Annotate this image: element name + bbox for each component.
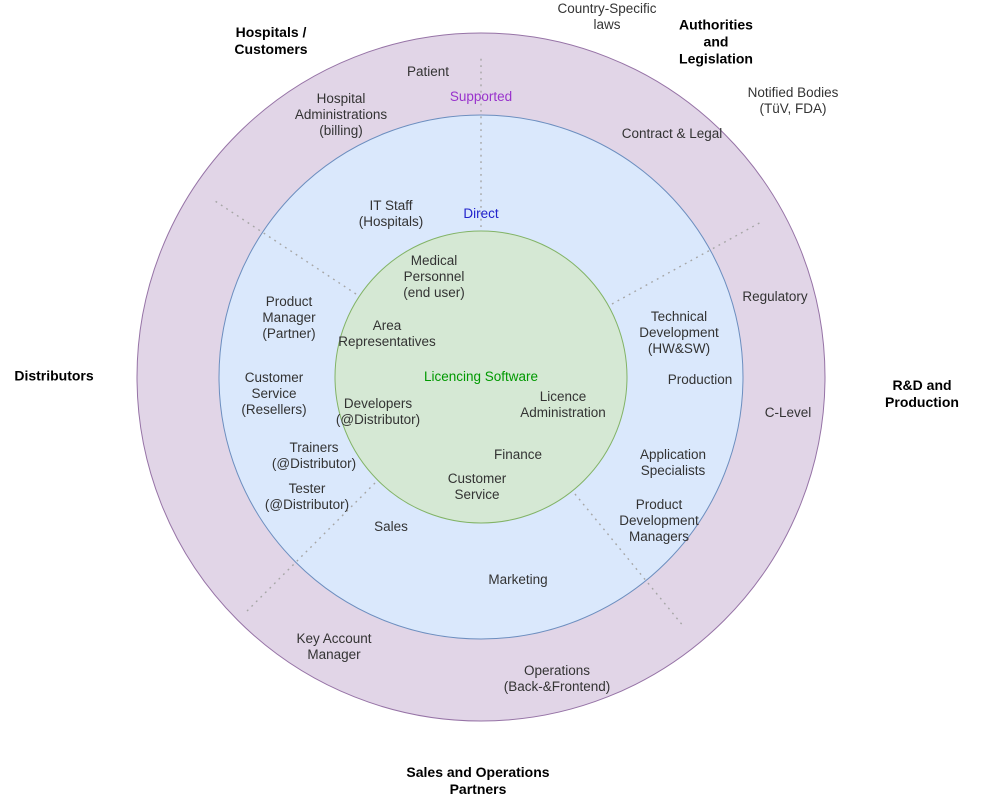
outer-ring-label-c-level: C-Level (764, 405, 812, 420)
sector-label-hospitals-customers: Hospitals / Customers (234, 24, 308, 57)
center-circle-title: Licencing Software (423, 369, 539, 384)
middle-ring-label-technical-development: Technical Development (HW&SW) (639, 309, 719, 356)
outer-ring-label-contract-legal: Contract & Legal (621, 126, 723, 141)
inner-circle (334, 230, 628, 524)
outer-ring-label-regulatory: Regulatory (742, 289, 808, 304)
inner-circle-label-medical-personnel: Medical Personnel (end user) (403, 253, 465, 300)
inner-circle-label-area-representatives: Area Representatives (338, 318, 436, 349)
inner-circle-label-licence-administration: Licence Administration (520, 389, 606, 420)
middle-ring-label-product-manager: Product Manager (Partner) (262, 294, 316, 341)
relationship-label-direct: Direct (463, 206, 499, 221)
middle-ring-label-sales: Sales (374, 519, 408, 534)
outer-ring-label-patient: Patient (406, 64, 450, 79)
middle-ring-label-production: Production (667, 372, 733, 387)
sector-label-country-specific-laws: Country-Specific laws (557, 1, 657, 32)
outer-ring-label-key-account-manager: Key Account Manager (296, 631, 372, 662)
middle-ring-label-tester: Tester (@Distributor) (264, 481, 350, 512)
middle-ring-label-product-development-managers: Product Development Managers (619, 497, 699, 544)
relationship-label-supported: Supported (449, 89, 513, 104)
sector-label-rd-and-production: R&D and Production (885, 377, 959, 410)
inner-circle-label-customer-service: Customer Service (447, 471, 507, 502)
sector-label-authorities-legislation: Authorities and Legislation (679, 16, 753, 67)
sector-label-sales-operations-partners: Sales and Operations Partners (406, 764, 550, 797)
middle-ring-label-application-specialists: Application Specialists (639, 447, 707, 478)
middle-ring-label-customer-service-resellers: Customer Service (Resellers) (241, 370, 307, 417)
outer-ring-label-operations: Operations (Back-&Frontend) (503, 663, 611, 694)
inner-circle-label-developers: Developers (@Distributor) (335, 396, 421, 427)
sector-label-distributors: Distributors (14, 367, 94, 384)
middle-ring-label-trainers: Trainers (@Distributor) (271, 440, 357, 471)
label-notified-bodies: Notified Bodies (TüV, FDA) (747, 85, 839, 116)
middle-ring-label-marketing: Marketing (488, 572, 548, 587)
inner-circle-label-finance: Finance (493, 447, 543, 462)
middle-ring-label-it-staff: IT Staff (Hospitals) (358, 198, 424, 229)
outer-ring-label-hospital-administrations: Hospital Administrations (billing) (294, 91, 388, 138)
